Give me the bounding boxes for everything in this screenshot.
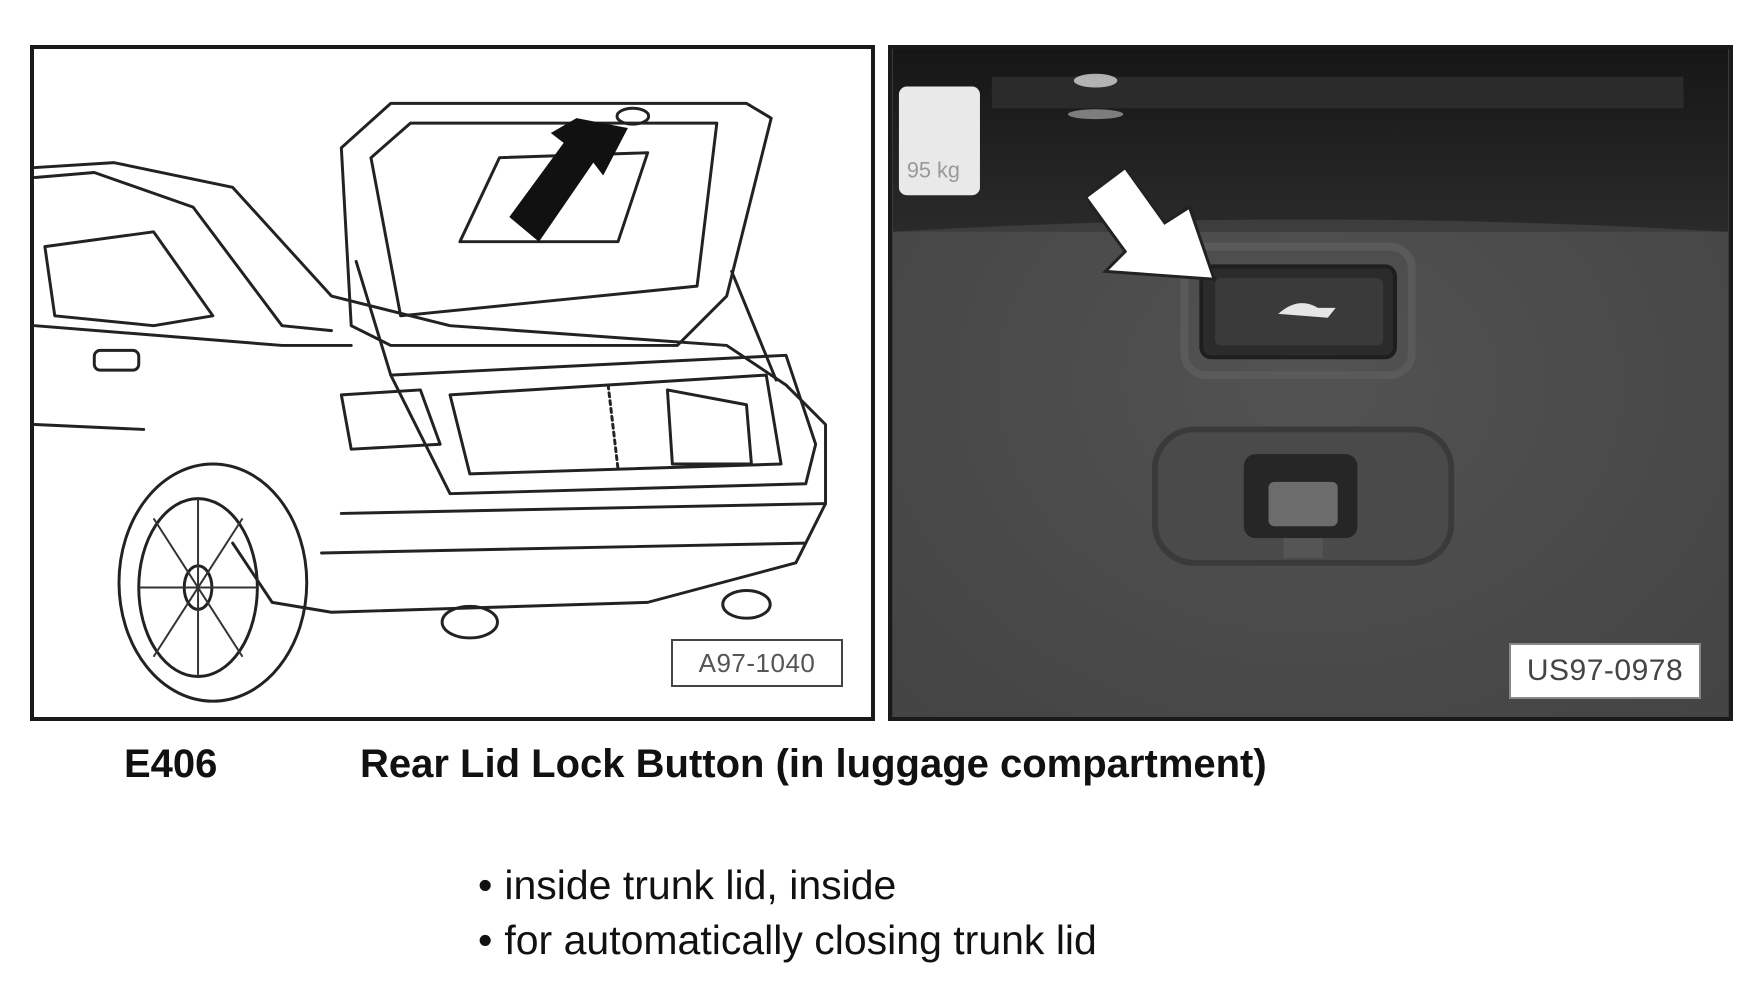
arrow-icon [509, 118, 628, 242]
line-drawing-figure: A97-1040 [30, 45, 875, 721]
figure-code-label: US97-0978 [1509, 643, 1701, 699]
component-title: Rear Lid Lock Button (in luggage compart… [360, 742, 1267, 786]
photo-figure: 95 kg US97-0978 [888, 45, 1733, 721]
lock-button-drawing [615, 106, 651, 126]
description-list: inside trunk lid, inside for automatical… [478, 858, 1097, 968]
car-trunk-drawing [34, 101, 828, 703]
weight-label-text: 95 kg [907, 157, 960, 182]
list-item: for automatically closing trunk lid [478, 913, 1096, 968]
component-code: E406 [124, 742, 218, 786]
arrow-icon [1083, 165, 1217, 281]
weight-label-sticker [898, 86, 980, 196]
trunk-lid-outline [339, 101, 773, 347]
list-item: inside trunk lid, inside [478, 858, 1097, 913]
figure-code-label: A97-1040 [671, 639, 843, 687]
car-body-outline [34, 161, 828, 614]
wheel-outline [117, 462, 309, 703]
trunk-interior-photo: 95 kg [893, 49, 1728, 717]
car-symbol-icon [1278, 303, 1336, 318]
